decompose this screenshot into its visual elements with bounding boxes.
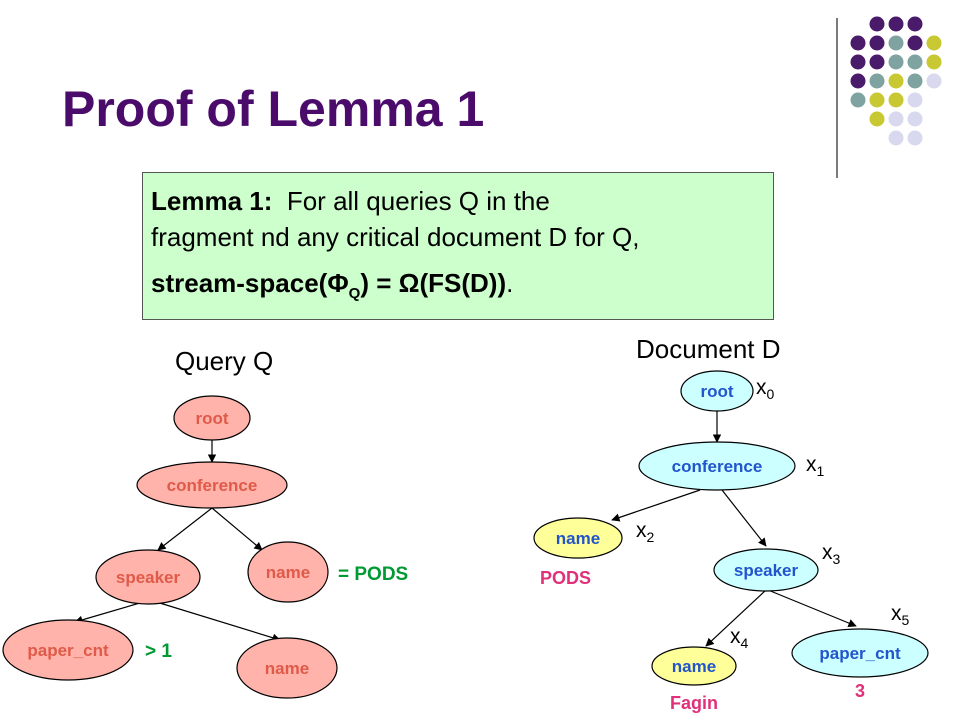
d-var-x0: x0 <box>756 376 775 402</box>
d-node-name: name <box>533 517 623 559</box>
phi-subscript: Q <box>348 285 361 303</box>
decor-dot <box>869 92 885 108</box>
q-node-root: root <box>173 395 251 441</box>
lemma-line-1: Lemma 1: For all queries Q in the <box>151 183 765 219</box>
d-node-root: root <box>680 370 754 412</box>
decor-dot <box>869 35 885 51</box>
d-edge-conference-speaker <box>721 489 767 547</box>
q-annotation-name-eq: = PODS <box>338 564 408 585</box>
formula-mid: ) = <box>360 268 399 298</box>
d-node-root-label: root <box>700 382 733 401</box>
lemma-box: Lemma 1: For all queries Q in the fragme… <box>142 172 774 320</box>
decor-dot <box>907 16 923 32</box>
decor-dot <box>907 35 923 51</box>
q-node-speaker-label: speaker <box>116 568 181 587</box>
d-var-x1: x1 <box>806 453 825 479</box>
d-value-pods: PODS <box>540 568 591 588</box>
d-node-name-bottom: name <box>651 646 737 686</box>
decor-dot <box>850 73 866 89</box>
lemma-lead: Lemma 1: <box>151 186 273 216</box>
d-node-name-bottom-label: name <box>672 657 716 676</box>
d-node-name-label: name <box>556 529 600 548</box>
decor-dot <box>888 130 904 146</box>
d-node-paper-cnt: paper_cnt <box>791 628 929 678</box>
document-label: Document D <box>636 334 781 364</box>
d-var-x2: x2 <box>636 519 655 545</box>
decor-dot <box>888 73 904 89</box>
decor-dot <box>907 73 923 89</box>
q-node-paper-cnt-label: paper_cnt <box>27 641 109 660</box>
d-edge-speaker-name <box>705 589 767 647</box>
decor-dot <box>850 35 866 51</box>
lemma-line-1-text: For all queries Q in the <box>286 186 550 216</box>
d-var-x4: x4 <box>730 625 749 651</box>
formula-period: . <box>506 268 514 298</box>
d-edge-speaker-paper <box>767 589 857 628</box>
q-node-root-label: root <box>195 409 228 428</box>
d-node-paper-cnt-label: paper_cnt <box>819 644 901 663</box>
q-node-name-bottom: name <box>236 637 338 699</box>
decor-dot <box>926 73 942 89</box>
decor-dot <box>926 35 942 51</box>
phi-symbol: Φ <box>327 268 349 298</box>
d-node-speaker-label: speaker <box>734 561 799 580</box>
lemma-line-2: fragment nd any critical document D for … <box>151 222 640 252</box>
decor-dot <box>888 16 904 32</box>
d-node-conference: conference <box>638 441 796 491</box>
omega-symbol: Ω <box>398 268 420 298</box>
formula-prefix: stream-space( <box>151 268 328 298</box>
decor-dot <box>869 73 885 89</box>
decor-dot <box>888 35 904 51</box>
d-variable-labels: x0 x1 x2 x3 x4 x5 <box>636 376 910 651</box>
q-node-name-bottom-label: name <box>265 659 309 678</box>
d-edge-conference-name <box>611 489 701 522</box>
formula-suffix: (FS(D)) <box>419 268 507 298</box>
q-node-conference-label: conference <box>167 476 258 495</box>
q-edge-speaker-name <box>149 599 281 642</box>
decor-dot <box>869 16 885 32</box>
decor-dot <box>907 130 923 146</box>
q-edge-conference-speaker <box>157 507 213 551</box>
decor-dot <box>869 111 885 127</box>
decor-dot <box>926 54 942 70</box>
d-value-three: 3 <box>855 681 865 701</box>
query-label: Query Q <box>175 346 273 376</box>
d-node-speaker: speaker <box>713 548 819 592</box>
d-node-conference-label: conference <box>672 457 763 476</box>
decor-dot <box>907 111 923 127</box>
lemma-formula: stream-space(ΦQ) = Ω(FS(D)). <box>151 265 765 312</box>
d-var-x5: x5 <box>891 602 910 628</box>
q-node-name-right: name <box>247 541 329 603</box>
decor-dot <box>869 54 885 70</box>
decor-dot <box>907 92 923 108</box>
decor-dot <box>907 54 923 70</box>
q-annotation-paper-gt: > 1 <box>145 641 172 662</box>
decor-dot <box>850 54 866 70</box>
d-value-fagin: Fagin <box>670 693 718 713</box>
decor-dot <box>888 92 904 108</box>
q-edge-conference-name <box>211 507 263 551</box>
decor-dot <box>888 54 904 70</box>
q-node-paper-cnt: paper_cnt <box>2 619 134 681</box>
header-divider <box>836 18 838 178</box>
d-var-x3: x3 <box>822 541 841 567</box>
q-node-speaker: speaker <box>95 549 201 605</box>
slide-title: Proof of Lemma 1 <box>62 81 485 137</box>
q-node-name-right-label: name <box>266 563 310 582</box>
decor-dot <box>850 92 866 108</box>
decor-dot <box>888 111 904 127</box>
q-node-conference: conference <box>136 461 288 509</box>
